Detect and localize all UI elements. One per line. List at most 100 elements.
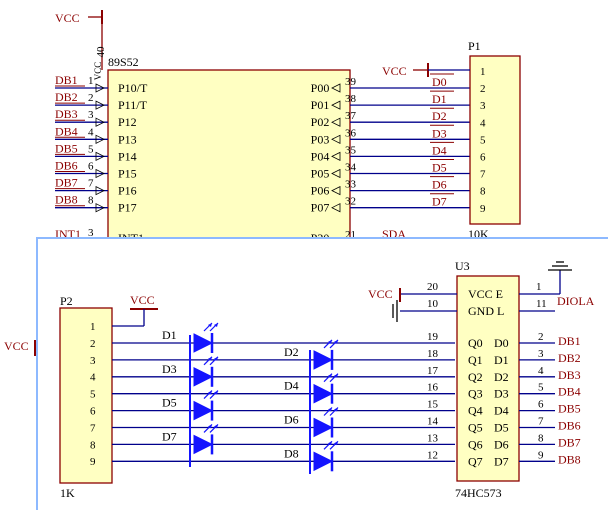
mcu-right-pin-name: P02 (311, 115, 330, 129)
u3-left-pin-number: 18 (427, 348, 439, 360)
d-net-label: D1 (432, 92, 447, 106)
u3-d-name: D4 (494, 404, 509, 418)
led-label: D5 (162, 396, 177, 410)
mcu-left-pin-name: P12 (118, 115, 137, 129)
mcu-pin-arrow (95, 83, 105, 93)
led-label: D8 (284, 446, 299, 460)
led-arrowhead (328, 441, 332, 446)
u3-body (456, 275, 520, 482)
p1-pin-number: 4 (480, 117, 486, 129)
p1-pin-number: 5 (480, 134, 486, 146)
d-net-label: D6 (432, 178, 447, 192)
mcu-left-pin-name: P16 (118, 184, 137, 198)
p1-vcc-label: VCC (382, 64, 407, 78)
selection-frame[interactable] (36, 237, 608, 510)
u3-right-pin-number: 6 (538, 399, 544, 411)
d-net-label: D0 (432, 75, 447, 89)
p1-body (469, 55, 521, 225)
p2-pin-number: 5 (90, 389, 96, 401)
mcu-left-pin-number: 7 (88, 178, 94, 190)
led-arrowhead (208, 424, 212, 429)
u3-d-name: D2 (494, 370, 509, 384)
vcc-pin-number: 40 (95, 46, 107, 58)
mcu-pin-arrow (95, 203, 105, 213)
u3-db-label: DB1 (558, 334, 581, 348)
mcu-left-net-label: DB6 (55, 159, 78, 173)
u3-db-label: DB4 (558, 385, 581, 399)
u3-name: U3 (455, 259, 470, 273)
mcu-right-pin-name: P05 (311, 167, 330, 181)
u3-vcc-label: VCC (368, 287, 393, 301)
p2-pin-number: 1 (90, 321, 96, 333)
u3-pin11: 11 (536, 298, 547, 310)
led-arrowhead (214, 424, 218, 429)
u3-gnd-l-pins: GND L (468, 304, 504, 318)
mcu-pin-arrow (95, 185, 105, 196)
mcu-right-pin-number: 38 (345, 93, 357, 105)
p2-pin-number: 7 (90, 422, 96, 434)
p2-body (59, 307, 113, 484)
led-label: D7 (162, 429, 177, 443)
led-arrowhead (214, 390, 218, 395)
bottom-circuit-selection[interactable]: VCCP21234567891KVCCD1D3D5D7D2D4D6D8U374H… (4, 237, 608, 510)
p2-name: P2 (60, 294, 73, 308)
u3-d-name: D5 (494, 421, 509, 435)
led-arrowhead (334, 339, 338, 344)
d-net-label: D2 (432, 109, 447, 123)
led-label: D2 (284, 345, 299, 359)
u3-q-name: Q5 (468, 421, 483, 435)
mcu-pin-arrow (95, 100, 105, 110)
mcu-pin-arrow (331, 117, 341, 127)
u3-right-pin-number: 7 (538, 416, 544, 428)
led-arrowhead (214, 356, 218, 361)
u3-left-pin-number: 16 (427, 382, 439, 394)
led-diode (313, 383, 334, 404)
mcu-right-pin-number: 35 (345, 144, 357, 156)
led-diode (193, 366, 214, 387)
u3-left-pin-number: 13 (427, 432, 439, 444)
mcu-right-pin-name: P06 (311, 184, 330, 198)
mcu-left-pin-name: P11/T (118, 98, 148, 112)
led-arrowhead (334, 407, 338, 412)
mcu-left-net-label: DB4 (55, 124, 78, 138)
mcu-right-pin-number: 32 (345, 196, 356, 208)
u3-d-name: D1 (494, 353, 509, 367)
u3-left-pin-number: 12 (427, 449, 438, 461)
mcu-left-net-label: DB1 (55, 73, 78, 87)
mcu-right-pin-name: P03 (311, 132, 330, 146)
d-net-label: D3 (432, 126, 447, 140)
mcu-left-net-label: DB2 (55, 90, 78, 104)
mcu-pin-arrow (331, 203, 341, 213)
mcu-left-pin-number: 6 (88, 161, 94, 173)
mcu-pin-arrow (331, 134, 341, 144)
u3-d-name: D3 (494, 387, 509, 401)
mcu-left-pin-name: P15 (118, 167, 137, 181)
mcu-right-pin-number: 33 (345, 179, 357, 191)
led-diode (313, 451, 334, 472)
p1-pin-number: 9 (480, 203, 486, 215)
u3-db-label: DB2 (558, 351, 581, 365)
p2-value: 1K (60, 486, 75, 500)
diola-label: DIOLA (557, 294, 595, 308)
u3-d-name: D0 (494, 336, 509, 350)
u3-db-label: DB6 (558, 419, 581, 433)
u3-vcc-e-pins: VCC E (468, 287, 503, 301)
p1-pin-number: 7 (480, 169, 486, 181)
u3-right-pin-number: 9 (538, 449, 544, 461)
d-net-label: D4 (432, 143, 447, 157)
mcu-left-net-label: DB3 (55, 107, 78, 121)
mcu-left-pin-name: P17 (118, 201, 137, 215)
mcu-right-pin-number: 39 (345, 76, 357, 88)
led-diode (193, 400, 214, 421)
p1-pin-number: 8 (480, 186, 486, 198)
mcu-pin-arrow (95, 117, 105, 127)
led-arrowhead (208, 390, 212, 395)
u3-value: 74HC573 (455, 486, 502, 500)
mcu-left-pin-name: P13 (118, 132, 137, 146)
led-arrowhead (214, 323, 218, 327)
mcu-left-pin-number: 2 (88, 92, 94, 104)
led-diode (193, 434, 214, 455)
u3-right-pin-number: 2 (538, 331, 544, 343)
mcu-left-net-label: DB8 (55, 193, 78, 207)
